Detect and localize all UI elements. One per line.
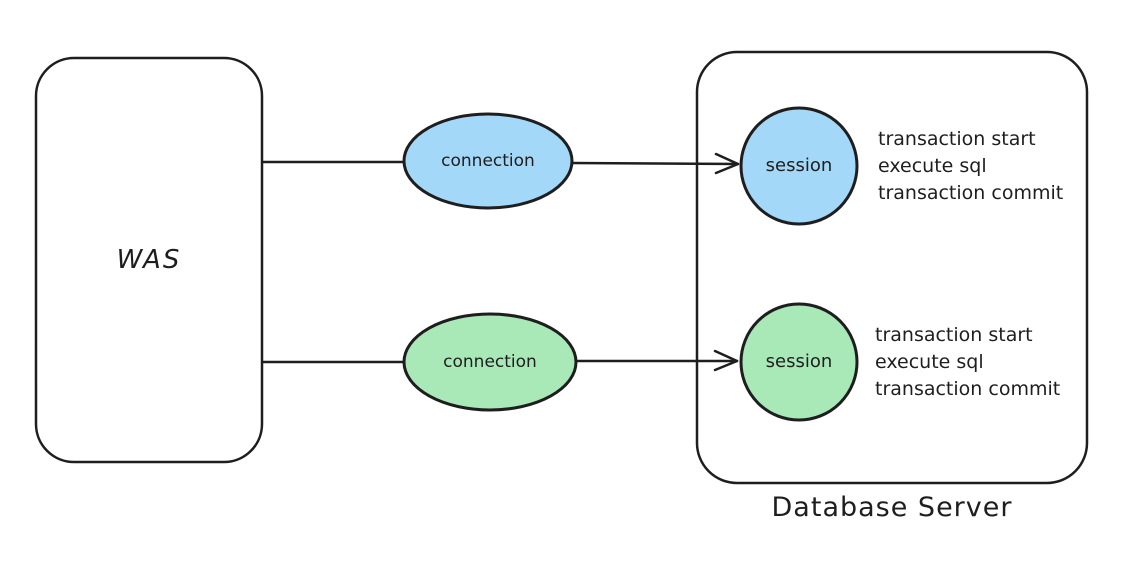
note-line: execute sql (878, 155, 987, 177)
note-line: transaction start (875, 324, 1033, 346)
arrowhead-session-2 (713, 349, 739, 372)
session-2-notes: transaction start execute sql transactio… (875, 322, 1060, 403)
connection-2-ellipse (402, 312, 578, 412)
note-line: transaction commit (875, 378, 1061, 400)
note-line: transaction start (878, 128, 1036, 150)
note-line: execute sql (875, 351, 984, 373)
connection-1-ellipse (402, 112, 574, 210)
arrowhead-session-1 (714, 152, 740, 175)
session-1-notes: transaction start execute sql transactio… (878, 126, 1063, 207)
session-1-label: session (765, 155, 833, 176)
connection-1-label: connection (441, 151, 535, 171)
database-server-label: Database Server (771, 492, 1013, 523)
session-1-circle (739, 106, 859, 226)
was-label: WAS (116, 245, 182, 275)
session-2-label: session (765, 351, 833, 372)
arrow-connection-1-to-session-1 (568, 161, 740, 166)
was-box (34, 56, 264, 464)
database-server-box (695, 50, 1089, 485)
note-line: transaction commit (878, 182, 1064, 204)
session-2-circle (739, 302, 859, 422)
connection-2-label: connection (443, 352, 537, 372)
